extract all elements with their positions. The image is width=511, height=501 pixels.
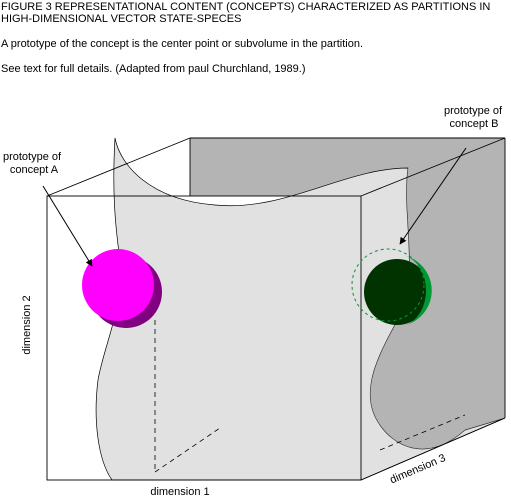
concept-a-label-line2: concept A [10, 164, 59, 176]
cube-edges [46, 137, 506, 481]
dimension-2-label: dimension 2 [21, 295, 33, 354]
figure-heading: FIGURE 3 REPRESENTATIONAL CONTENT (CONCE… [1, 1, 491, 25]
figure-description: A prototype of the concept is the center… [1, 38, 363, 50]
back-wall-shading [370, 138, 505, 449]
concept-b-label-line1: prototype of [444, 105, 503, 117]
figure-note: See text for full details. (Adapted from… [1, 63, 306, 75]
concept-b-label-line2: concept B [450, 118, 499, 130]
dimension-1-label: dimension 1 [150, 486, 209, 498]
concept-b-prototype [351, 248, 432, 325]
concept-a-prototype [82, 249, 162, 328]
hidden-edge-bottom [154, 427, 221, 473]
arrow-concept-b [399, 147, 467, 245]
concept-a-label-line1: prototype of [3, 151, 62, 163]
hidden-edge-right-bottom [379, 414, 466, 451]
arrow-concept-a [42, 185, 93, 267]
figure-caption: FIGURE 3 REPRESENTATIONAL CONTENT (CONCE… [1, 1, 509, 75]
